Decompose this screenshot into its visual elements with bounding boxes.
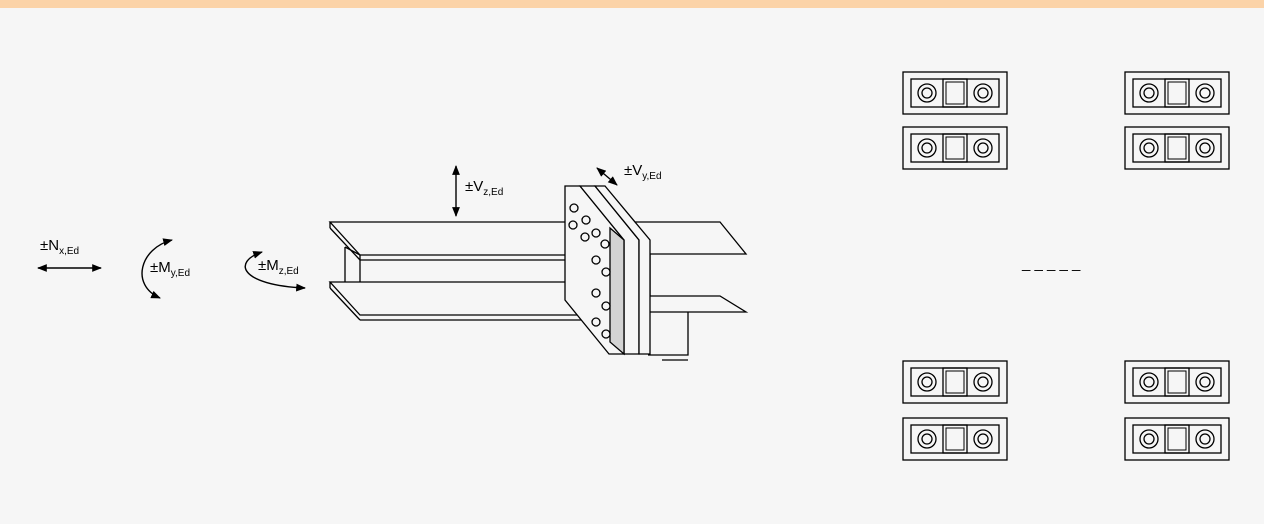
bolt-icon	[591, 228, 601, 238]
main-beam	[328, 221, 606, 321]
moment-z-label: ±Mz,Ed	[258, 257, 299, 277]
bolt-icon	[591, 317, 601, 327]
bolt-icon	[601, 329, 611, 339]
bolt-row-icon	[1124, 417, 1230, 461]
plate-shaded-face	[609, 226, 625, 356]
diagonal-double-arrow-icon	[596, 167, 618, 186]
bolt-row-icon	[902, 71, 1008, 115]
separator-dashes: _ _ _ _ _	[1021, 255, 1081, 272]
bolts	[568, 203, 611, 339]
shear-z-label: ±Vz,Ed	[465, 178, 503, 198]
bolt-rows-bottom-group	[902, 360, 1230, 461]
bolt-icon	[601, 267, 611, 277]
bolt-icon	[591, 255, 601, 265]
bolt-icon	[568, 220, 578, 230]
bolt-icon	[591, 288, 601, 298]
curved-arrow-icon	[244, 251, 306, 292]
bolt-row-icon	[1124, 360, 1230, 404]
top-banner	[0, 0, 1264, 8]
moment-y-label: ±My,Ed	[150, 259, 190, 279]
bolt-icon	[601, 301, 611, 311]
shear-y-symbol: ±Vy,Ed	[596, 162, 662, 186]
bolt-row-icon	[902, 126, 1008, 170]
bolt-icon	[580, 232, 590, 242]
axial-force-symbol: ±Nx,Ed	[37, 237, 102, 272]
beam-connection-drawing	[328, 185, 749, 361]
curved-arrow-icon	[141, 238, 173, 299]
bolt-row-icon	[1124, 71, 1230, 115]
bolt-icon	[600, 239, 610, 249]
moment-y-symbol: ±My,Ed	[141, 238, 190, 299]
supporting-beam	[617, 221, 749, 361]
axial-force-label: ±Nx,Ed	[40, 237, 79, 257]
bolt-icon	[581, 215, 591, 225]
bolt-rows-top-group	[902, 71, 1230, 170]
bolt-row-icon	[902, 417, 1008, 461]
bolt-row-icon	[1124, 126, 1230, 170]
bolt-icon	[569, 203, 579, 213]
bolt-row-icon	[902, 360, 1008, 404]
moment-z-symbol: ±Mz,Ed	[244, 251, 306, 292]
shear-z-symbol: ±Vz,Ed	[452, 165, 503, 217]
shear-y-label: ±Vy,Ed	[624, 162, 662, 182]
end-plate	[564, 185, 651, 356]
